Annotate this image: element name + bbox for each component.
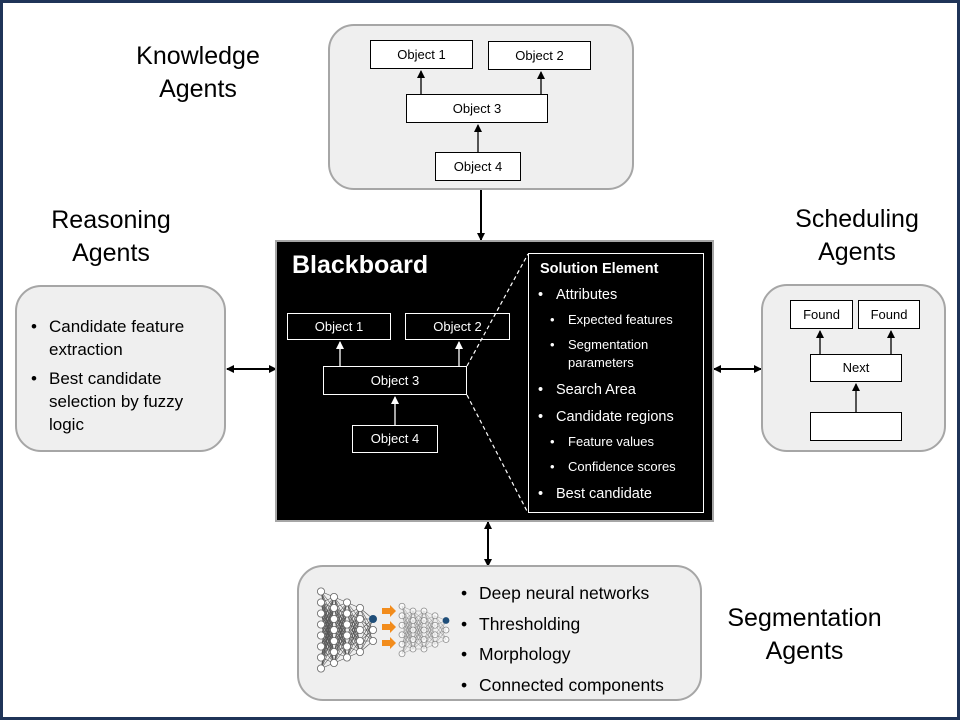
reasoning-item-2-line1: Best candidate (49, 369, 162, 388)
segmentation-title-line1: Segmentation (727, 604, 882, 632)
solution-attributes: Attributes (538, 286, 703, 304)
blackboard-title: Blackboard (292, 251, 429, 279)
solution-element-box: Solution Element Attributes Expected fea… (528, 253, 704, 513)
solution-search-area: Search Area (538, 381, 703, 399)
knowledge-agents-title: Knowledge Agents (118, 40, 278, 106)
segmentation-title-line2: Agents (765, 637, 844, 665)
segmentation-agents-panel: Deep neural networks Thresholding Morpho… (297, 565, 702, 701)
blackboard-panel: Blackboard Object 1 Object 2 Object 3 Ob… (275, 240, 714, 522)
knowledge-agents-panel: Object 1 Object 2 Object 3 Object 4 (328, 24, 634, 190)
reasoning-item-1-line2: extraction (49, 340, 123, 359)
segmentation-item-morphology: Morphology (461, 644, 701, 664)
neural-network-icon (316, 587, 450, 673)
scheduling-agents-title: Scheduling Agents (772, 203, 942, 269)
scheduling-title-line2: Agents (818, 238, 896, 266)
blackboard-lines (336, 253, 529, 514)
knowledge-hierarchy-lines (417, 70, 545, 152)
solution-candidate-regions: Candidate regions (538, 408, 703, 426)
blackboard-object-3: Object 3 (323, 366, 467, 395)
scheduling-hierarchy-lines (816, 330, 895, 412)
reasoning-item-1-line1: Candidate feature (49, 317, 185, 336)
segmentation-item-deep-neural-networks: Deep neural networks (461, 583, 701, 603)
solution-element-heading: Solution Element (540, 261, 659, 277)
solution-segmentation-parameters: Segmentation parameters (538, 336, 703, 372)
scheduling-empty-box (810, 412, 902, 441)
knowledge-title-line2: Agents (159, 75, 237, 103)
scheduling-agents-panel: Found Found Next (761, 284, 946, 452)
neural-network-small (398, 602, 450, 658)
scheduling-found-1: Found (790, 300, 853, 329)
solution-best-candidate: Best candidate (538, 485, 703, 503)
segmentation-agents-title: Segmentation Agents (712, 602, 897, 668)
reasoning-agents-panel: Candidate feature extraction Best candid… (15, 285, 226, 452)
reasoning-title-line1: Reasoning (51, 206, 171, 234)
reasoning-item-candidate-feature: Candidate feature extraction (31, 315, 221, 361)
reasoning-item-best-candidate: Best candidate selection by fuzzy logic (31, 367, 221, 436)
solution-expected-features: Expected features (538, 311, 703, 329)
reasoning-item-2-line2: selection by fuzzy (49, 392, 184, 411)
solution-feature-values: Feature values (538, 433, 703, 451)
blackboard-object-4: Object 4 (352, 425, 438, 453)
segmentation-item-connected-components: Connected components (461, 675, 701, 695)
blackboard-object-2: Object 2 (405, 313, 510, 340)
knowledge-object-3: Object 3 (406, 94, 548, 123)
knowledge-object-4: Object 4 (435, 152, 521, 181)
neural-network-flow-arrows (382, 605, 396, 649)
neural-network-large (316, 587, 378, 673)
knowledge-title-line1: Knowledge (136, 42, 260, 70)
scheduling-found-2: Found (858, 300, 920, 329)
knowledge-object-1: Object 1 (370, 40, 473, 69)
reasoning-title-line2: Agents (72, 239, 150, 267)
blackboard-object-1: Object 1 (287, 313, 391, 340)
scheduling-title-line1: Scheduling (795, 205, 919, 233)
scheduling-next: Next (810, 354, 902, 382)
segmentation-parameters-line2: parameters (568, 355, 634, 370)
solution-confidence-scores: Confidence scores (538, 458, 703, 476)
segmentation-item-thresholding: Thresholding (461, 614, 701, 634)
knowledge-object-2: Object 2 (488, 41, 591, 70)
reasoning-agents-title: Reasoning Agents (30, 204, 192, 270)
reasoning-item-2-line3: logic (49, 415, 84, 434)
segmentation-parameters-line1: Segmentation (568, 337, 649, 352)
